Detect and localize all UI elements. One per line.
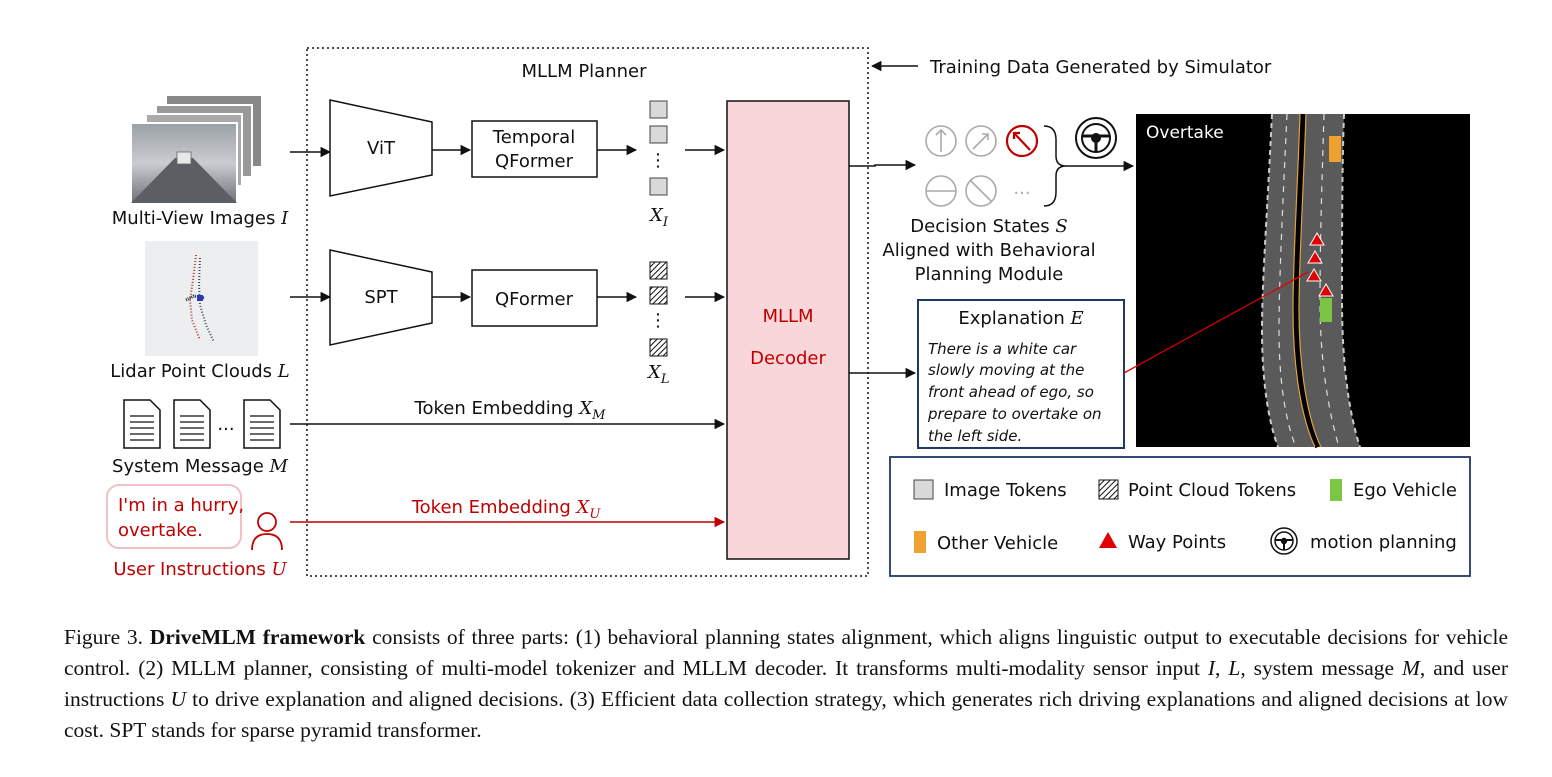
decision-icons [925,124,1039,207]
svg-text:I'm in a hurry,: I'm in a hurry, [118,495,244,516]
multi-view-images [130,94,263,204]
decoder-line1: MLLM [762,306,813,327]
vit-encoder [329,99,433,197]
way-points [1306,232,1334,297]
vit-label: ViT [367,138,396,159]
lidar-point-cloud-image [145,241,258,356]
user-instructions-label: User Instructions U [113,559,287,580]
framework-diagram: MLLM Planner Training Data Generated by … [106,47,1471,580]
pc-tokens-vdots: ⋮ [649,310,667,331]
legend-image-tokens: Image Tokens [944,480,1067,501]
ego-vehicle [1320,298,1332,322]
explanation-pointer-line [1123,271,1309,374]
xi-label: XI [648,205,669,230]
legend-motion-planning: motion planning [1310,532,1457,553]
decision-line3: Planning Module [915,264,1064,285]
decoder-line2: Decoder [750,348,826,369]
legend-steering-wheel-icon [1270,527,1298,555]
temporal-qformer-line1: Temporal [492,127,575,148]
lidar-label: Lidar Point Clouds L [110,361,290,382]
caption-sym: M [1402,656,1420,680]
overtake-scene [1136,113,1470,449]
qformer-label: QFormer [495,289,574,310]
legend-point-cloud-tokens: Point Cloud Tokens [1128,480,1296,501]
scene-label: Overtake [1146,123,1224,143]
curly-brace [1043,125,1067,207]
legend-ego-swatch [1330,479,1342,501]
caption-sym: I [1207,656,1216,680]
spt-encoder [329,249,433,346]
caption-text: , system message [1240,656,1402,680]
images-label: Multi-View Images I [112,208,289,229]
decision-more: ... [1013,178,1030,199]
documents-ellipsis: ... [217,414,234,435]
caption-text: , and user instructions [64,656,1508,711]
xm-label: Token Embedding XM [414,398,607,423]
explanation-title: Explanation E [958,308,1083,329]
image-tokens-vdots: ⋮ [649,150,667,171]
spt-label: SPT [364,287,398,308]
legend-ego-vehicle: Ego Vehicle [1353,480,1457,501]
user-speech-bubble: I'm in a hurry, overtake. [106,484,244,549]
legend-way-points: Way Points [1128,532,1226,553]
u-turn-icon [1005,124,1039,158]
explanation-line: prepare to overtake on [927,405,1102,423]
caption-text: , [1215,656,1229,680]
caption-text: to drive explanation and aligned decisio… [64,687,1508,742]
user-icon [251,512,283,551]
caption-sym: L [1228,656,1241,680]
caption-fig: Figure 3. [64,625,143,649]
legend-other-swatch [914,531,926,553]
stop-icon [925,175,957,207]
point-cloud-tokens [649,261,668,357]
explanation-box [917,299,1125,449]
temporal-qformer [471,120,598,178]
right-turn-arrow-icon [965,125,997,157]
explanation-line: There is a white car [928,340,1077,358]
xl-label: XL [646,362,669,387]
other-vehicle [1329,136,1341,162]
straight-arrow-icon [925,125,957,157]
explanation-line: the left side. [928,427,1022,445]
temporal-qformer-line2: QFormer [495,151,574,172]
qformer [471,269,598,327]
no-entry-icon [965,175,997,207]
decision-line1: Decision States S [910,216,1067,237]
svg-text:overtake.: overtake. [118,520,203,541]
decision-line2: Aligned with Behavioral [882,240,1095,261]
caption-title: DriveMLM framework [149,625,366,649]
figure-caption: Figure 3. DriveMLM framework consists of… [64,622,1508,746]
image-tokens [649,100,668,196]
legend-other-vehicle: Other Vehicle [937,533,1058,554]
document-icon [123,399,281,449]
legend-point-cloud-swatch [1098,479,1119,500]
xu-label: Token Embedding XU [411,497,602,522]
legend-box [889,456,1471,577]
legend-waypoint-swatch [1099,532,1117,548]
system-message-label: System Message M [112,456,288,477]
explanation-line: slowly moving at the [928,361,1084,379]
caption-text: consists of three parts: (1) behavioral … [64,625,1508,680]
training-data-label: Training Data Generated by Simulator [929,57,1272,78]
steering-wheel-icon [1075,117,1117,159]
planner-title: MLLM Planner [521,61,647,82]
decision-output-arrow [849,159,917,171]
legend-image-token-swatch [913,479,934,500]
explanation-line: front ahead of ego, so [928,383,1094,401]
caption-sym: U [170,687,186,711]
mllm-decoder [726,100,850,560]
planner-frame [306,47,869,577]
